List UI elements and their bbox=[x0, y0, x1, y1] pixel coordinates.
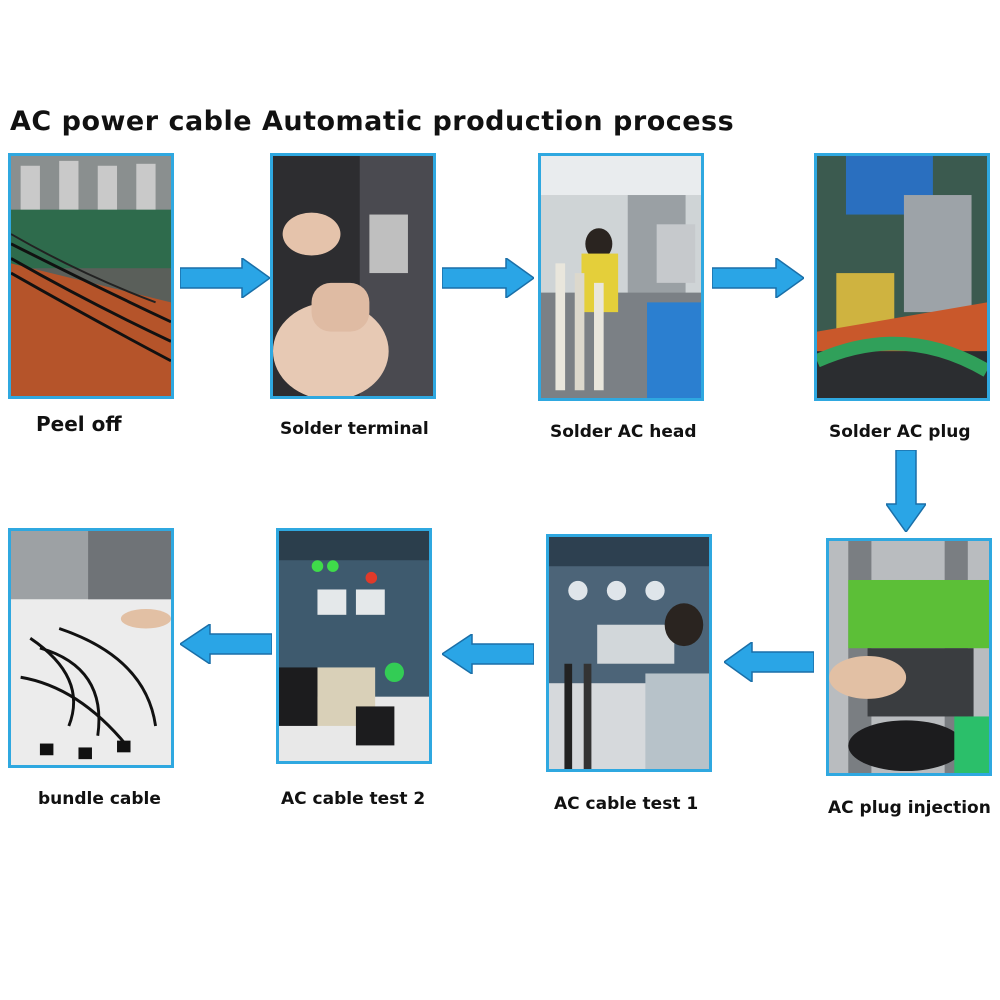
arrow-right-1 bbox=[180, 258, 270, 298]
arrow-left-1 bbox=[724, 642, 814, 682]
photo-ac-cable-test-2 bbox=[276, 528, 432, 764]
label-ac-plug-injection: AC plug injection bbox=[828, 798, 991, 818]
label-solder-ac-plug: Solder AC plug bbox=[829, 422, 971, 442]
label-solder-terminal: Solder terminal bbox=[280, 419, 429, 439]
diagram-title: AC power cable Automatic production proc… bbox=[10, 106, 735, 137]
arrow-right-3 bbox=[712, 258, 804, 298]
label-ac-cable-test-2: AC cable test 2 bbox=[281, 789, 426, 809]
label-ac-cable-test-1: AC cable test 1 bbox=[554, 794, 699, 814]
photo-peel-off bbox=[8, 153, 174, 399]
photo-ac-plug-injection bbox=[826, 538, 992, 776]
photo-bundle-cable bbox=[8, 528, 174, 768]
photo-solder-ac-head bbox=[538, 153, 704, 401]
photo-solder-ac-plug bbox=[814, 153, 990, 401]
arrow-left-3 bbox=[180, 624, 272, 664]
arrow-down bbox=[886, 450, 926, 532]
photo-solder-terminal bbox=[270, 153, 436, 399]
photo-ac-cable-test-1 bbox=[546, 534, 712, 772]
label-solder-ac-head: Solder AC head bbox=[550, 422, 697, 442]
label-bundle-cable: bundle cable bbox=[38, 789, 161, 809]
arrow-left-2 bbox=[442, 634, 534, 674]
arrow-right-2 bbox=[442, 258, 534, 298]
label-peel-off: Peel off bbox=[36, 412, 122, 436]
